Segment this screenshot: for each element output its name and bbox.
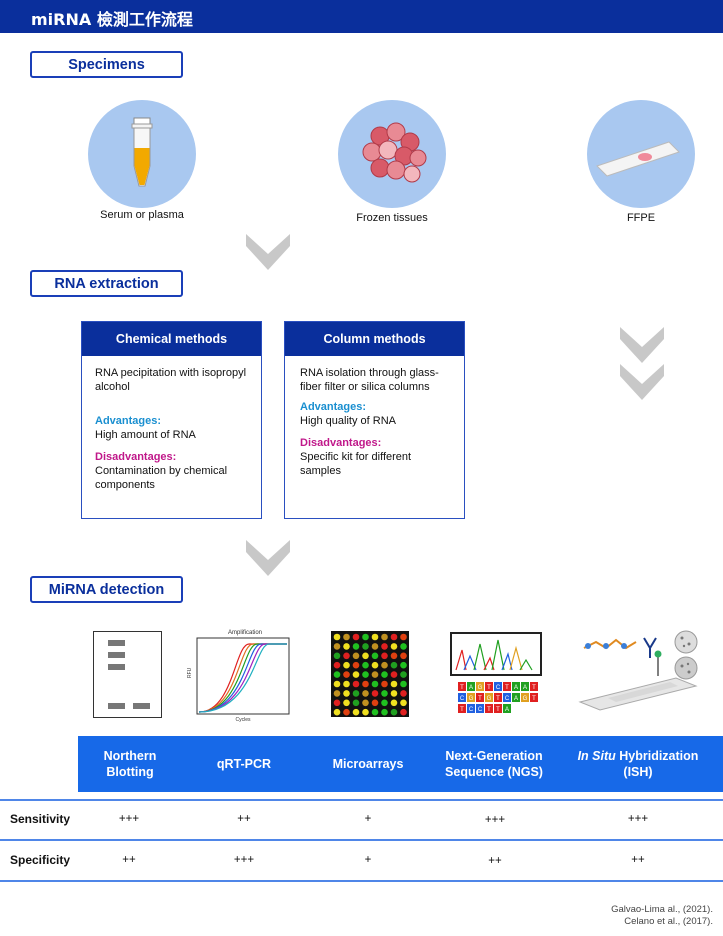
page-title: miRNA 檢測工作流程: [31, 10, 193, 29]
technique-ish-rest: Hybridization (ISH): [619, 749, 699, 779]
svg-text:T: T: [487, 685, 491, 691]
cell-sensitivity-northern: +++: [118, 813, 140, 825]
cell-sensitivity-microarrays: +: [364, 813, 372, 825]
svg-text:T: T: [460, 685, 464, 691]
column-methods-description: RNA isolation through glass-fiber filter…: [300, 367, 439, 393]
svg-text:A: A: [469, 685, 473, 691]
chemical-disadvantages: Contamination by chemical components: [95, 465, 228, 491]
svg-text:T: T: [532, 696, 536, 702]
microarray-icon: [331, 631, 409, 717]
column-methods-box: Column methods RNA isolation through gla…: [284, 321, 465, 519]
cell-specificity-ish: ++: [631, 854, 645, 866]
chevron-down-icon: [620, 364, 664, 400]
ish-probe-icon: [578, 630, 698, 711]
chemical-advantages: High amount of RNA: [95, 429, 196, 441]
row-label-specificity: Specificity: [10, 853, 71, 867]
svg-text:A: A: [505, 707, 509, 713]
svg-text:T: T: [460, 707, 464, 713]
svg-text:T: T: [496, 707, 500, 713]
chemical-methods-title: Chemical methods: [82, 322, 261, 356]
specimen-tissue-circle: [338, 100, 446, 208]
cell-sensitivity-ish: +++: [627, 813, 649, 825]
section-label-extraction: RNA extraction: [30, 270, 183, 297]
svg-text:A: A: [523, 685, 527, 691]
cell-sensitivity-ngs: +++: [484, 814, 506, 826]
svg-text:G: G: [523, 696, 528, 702]
qpcr-plot-xlabel: Cycles: [235, 717, 251, 723]
citation-line-1: Galvao-Lima al., (2021).: [611, 904, 713, 915]
qpcr-plot-ylabel: RFU: [187, 667, 193, 678]
cell-specificity-microarrays: +: [364, 854, 372, 866]
cell-sensitivity-qrtpcr: ++: [237, 813, 251, 825]
svg-text:G: G: [469, 696, 474, 702]
specimen-serum-circle: [88, 100, 196, 208]
svg-text:C: C: [496, 685, 501, 691]
slide-icon: [596, 141, 680, 177]
row-label-sensitivity: Sensitivity: [10, 812, 71, 826]
cell-cluster-icon: [362, 122, 427, 183]
svg-text:C: C: [478, 707, 483, 713]
svg-text:T: T: [532, 685, 536, 691]
table-divider: [0, 839, 723, 841]
column-disadvantages-label: Disadvantages:: [300, 437, 382, 449]
cell-specificity-northern: ++: [122, 854, 136, 866]
specimen-ffpe-circle: [587, 100, 695, 208]
column-disadvantages: Specific kit for different samples: [300, 451, 412, 477]
chemical-disadvantages-label: Disadvantages:: [95, 451, 177, 463]
specimen-label-tissue: Frozen tissues: [356, 212, 428, 224]
table-divider: [0, 880, 723, 882]
citation: Galvao-Lima al., (2021). Celano et al., …: [611, 904, 713, 928]
svg-text:T: T: [478, 696, 482, 702]
technique-microarrays: Microarrays: [332, 757, 404, 771]
qpcr-plot-title: Amplification: [228, 630, 262, 636]
chemical-advantages-label: Advantages:: [95, 415, 162, 427]
svg-text:G: G: [487, 696, 492, 702]
chemical-methods-box: Chemical methods RNA pecipitation with i…: [81, 321, 262, 519]
technique-ish-italic: In Situ: [577, 749, 616, 763]
svg-text:C: C: [469, 707, 474, 713]
qpcr-amplification-plot: Amplification RFU Cycles: [187, 630, 290, 723]
column-methods-title: Column methods: [285, 322, 464, 356]
header-bar: miRNA 檢測工作流程: [0, 0, 723, 33]
svg-text:T: T: [505, 685, 509, 691]
technique-qrt-pcr: qRT-PCR: [216, 757, 272, 771]
column-advantages: High quality of RNA: [300, 415, 396, 427]
svg-text:T: T: [487, 707, 491, 713]
northern-blot-icon: [93, 631, 162, 718]
technique-northern-blotting: Northern Blotting: [103, 749, 157, 779]
table-divider: [0, 799, 723, 801]
tube-icon: [131, 117, 153, 187]
column-advantages-label: Advantages:: [300, 401, 367, 413]
chemical-methods-description: RNA pecipitation with isopropyl alcohol: [95, 367, 247, 393]
svg-text:T: T: [496, 696, 500, 702]
citation-line-2: Celano et al., (2017).: [624, 916, 713, 927]
cell-specificity-qrtpcr: +++: [233, 854, 255, 866]
section-label-specimens: Specimens: [30, 51, 183, 78]
chevron-down-icon: [246, 234, 290, 270]
specimen-label-ffpe: FFPE: [626, 212, 656, 224]
chevron-down-icon: [246, 540, 290, 576]
cell-specificity-ngs: ++: [488, 855, 502, 867]
technique-ish: In Situ Hybridization (ISH): [566, 736, 710, 792]
section-label-detection: MiRNA detection: [30, 576, 183, 603]
specimen-label-serum: Serum or plasma: [100, 209, 184, 221]
svg-text:A: A: [514, 685, 518, 691]
svg-text:C: C: [505, 696, 510, 702]
svg-text:G: G: [478, 685, 483, 691]
technique-band: [78, 736, 723, 792]
svg-text:C: C: [460, 696, 465, 702]
chevron-down-icon: [620, 327, 664, 363]
svg-text:A: A: [514, 696, 518, 702]
technique-ngs: Next-Generation Sequence (NGS): [445, 749, 543, 779]
